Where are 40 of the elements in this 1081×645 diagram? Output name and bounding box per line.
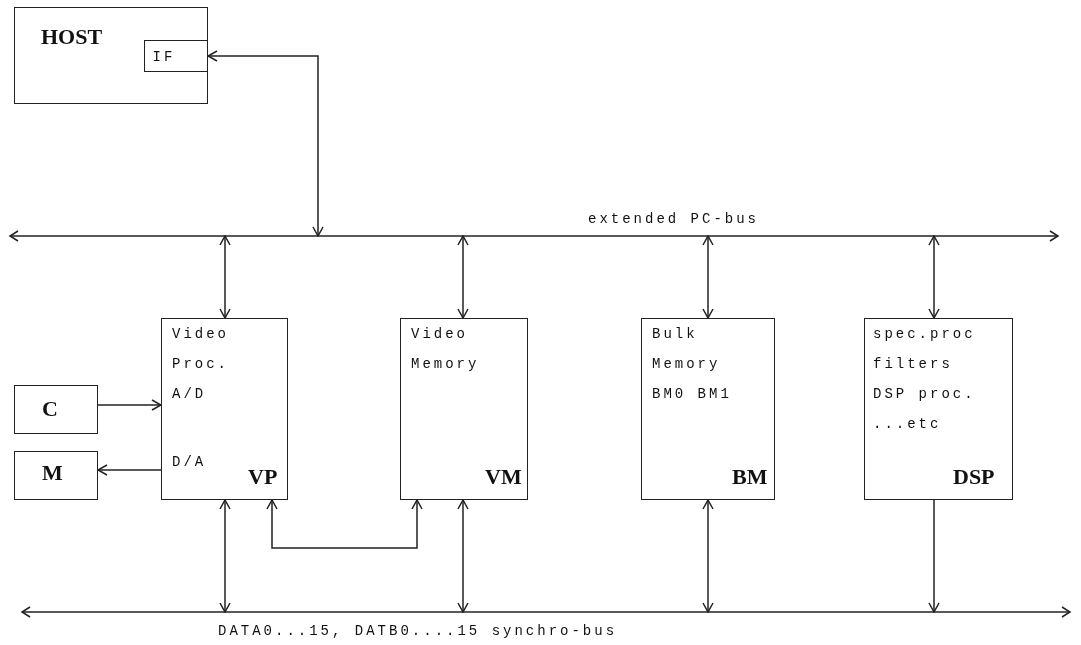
block-text: BM0 BM1 [652, 385, 733, 404]
arrow [219, 499, 231, 613]
block-box [14, 7, 208, 104]
block-text: spec.proc [873, 325, 976, 344]
arrow [457, 499, 469, 613]
block-text: A/D [172, 385, 207, 404]
block-label: M [42, 460, 63, 486]
arrow [702, 499, 714, 613]
block-label: VP [248, 464, 278, 490]
block-box [400, 318, 528, 500]
block-text: Bulk Memory [652, 325, 722, 374]
arrow [207, 50, 324, 237]
block-box [161, 318, 288, 500]
arrow [97, 399, 162, 411]
block-text: filters [873, 355, 953, 374]
arrow [928, 235, 940, 319]
arrow [928, 499, 940, 613]
block-label: HOST [41, 24, 103, 50]
arrow [97, 464, 162, 476]
block-box [14, 451, 98, 500]
block-text: Video Memory [411, 325, 481, 374]
block-box [864, 318, 1013, 500]
block-box [14, 385, 98, 434]
block-box [143, 39, 208, 72]
block-label: BM [732, 464, 768, 490]
bus-label: extended PC-bus [588, 210, 761, 229]
block-text: D/A [172, 453, 207, 472]
block-label: DSP [953, 464, 995, 490]
block-label: VM [485, 464, 522, 490]
arrow [266, 499, 423, 549]
block-text: Video Proc. [172, 325, 230, 374]
block-label: C [42, 396, 58, 422]
arrow [702, 235, 714, 319]
block-text: ...etc [873, 415, 942, 434]
bus-label: DATA0...15, DATB0....15 synchro-bus [218, 622, 619, 641]
arrow [219, 235, 231, 319]
block-box [641, 318, 775, 500]
block-text: DSP proc. [873, 385, 976, 404]
arrow [457, 235, 469, 319]
block-text: IF [152, 47, 177, 67]
